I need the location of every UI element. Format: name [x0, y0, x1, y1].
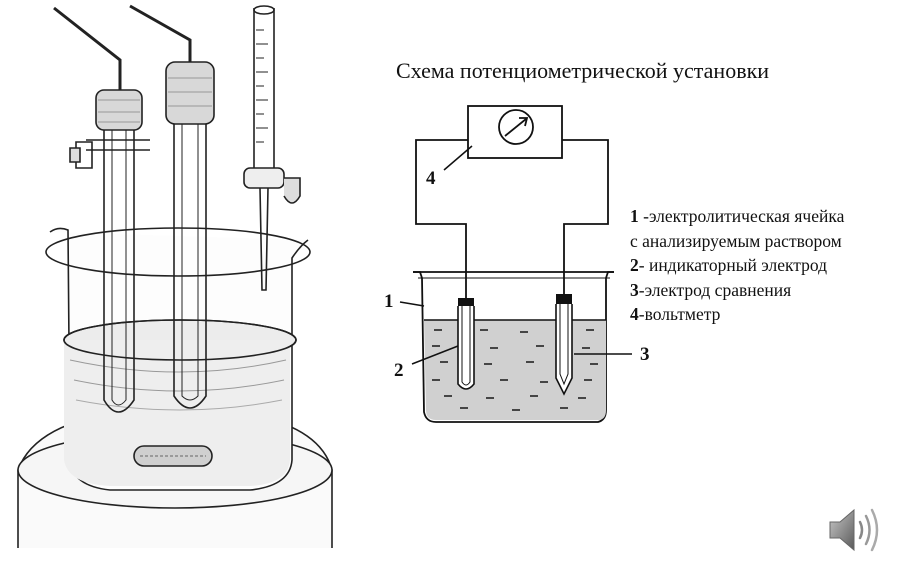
callout-label-indicator: 2 [394, 360, 404, 381]
circuit-wire [415, 139, 468, 298]
callout-label-cell: 1 [384, 291, 394, 312]
callout-line-1 [399, 301, 425, 307]
potentiometric-schematic [399, 105, 632, 423]
callout-line-4 [443, 145, 473, 171]
circuit-wire [562, 139, 609, 294]
speaker-icon[interactable] [826, 502, 886, 558]
legend-item: 4-вольтметр [630, 304, 721, 324]
legend-item: 2- индикаторный электрод [630, 255, 828, 275]
legend-item: 1 -электролитическая ячейка [630, 206, 845, 226]
legend-item: с анализируемым раствором [630, 230, 842, 251]
diagram-title: Схема потенциометрической установки [396, 58, 770, 83]
solution-dashes [432, 329, 598, 411]
callout-label-reference: 3 [640, 344, 650, 365]
callout-label-voltmeter: 4 [426, 168, 436, 189]
legend: 1 -электролитическая ячейка с анализируе… [630, 204, 844, 327]
gauge-icon [498, 109, 534, 145]
apparatus-illustration [17, 4, 333, 548]
callout-line-2 [411, 345, 459, 365]
indicator-electrode [457, 298, 475, 390]
solution-fill [424, 320, 606, 420]
legend-item: 3-электрод сравнения [630, 279, 792, 300]
reference-electrode [555, 294, 573, 396]
